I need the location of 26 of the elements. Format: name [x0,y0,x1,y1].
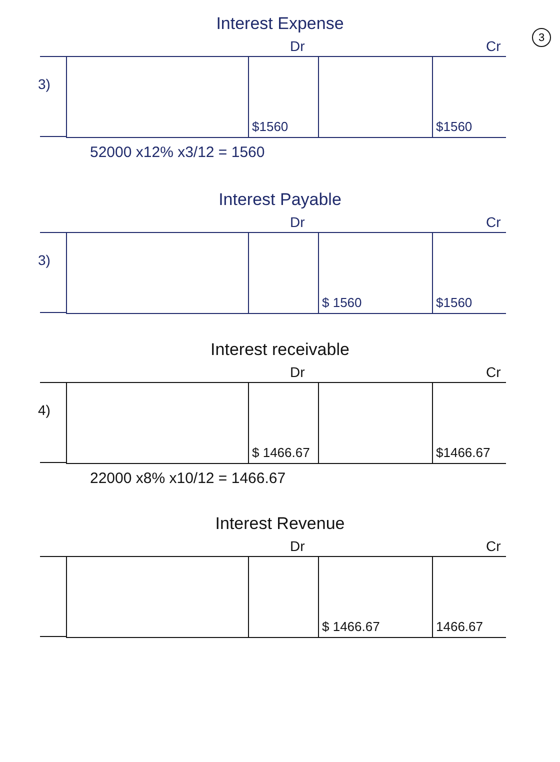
account-title: Interest Revenue [214,514,346,534]
account-title: Interest Payable [218,190,342,210]
entry-number: 4) [38,402,50,418]
calculation: 22000 x8% x10/12 = 1466.67 [90,470,286,487]
amount: $ 1560 [322,295,363,310]
amount: $1560 [436,295,474,310]
debit-heading: Dr [290,38,305,54]
calculation: 52000 x12% x3/12 = 1560 [90,144,265,161]
entry-number: 3) [38,76,50,92]
credit-heading: Cr [486,364,501,380]
amount: $ 1466.67 [322,619,381,634]
entry-number: 3) [38,252,50,268]
amount: $1466.67 [436,445,492,460]
amount: $1560 [252,119,290,134]
page-number: 3 [532,28,551,47]
debit-heading: Dr [290,364,305,380]
amount: $1560 [436,119,474,134]
credit-heading: Cr [486,38,501,54]
amount: 1466.67 [436,619,484,634]
account-title: Interest Expense [215,14,345,34]
debit-heading: Dr [290,538,305,554]
debit-heading: Dr [290,214,305,230]
credit-heading: Cr [486,214,501,230]
amount: $ 1466.67 [252,445,311,460]
account-title: Interest receivable [210,340,350,360]
credit-heading: Cr [486,538,501,554]
